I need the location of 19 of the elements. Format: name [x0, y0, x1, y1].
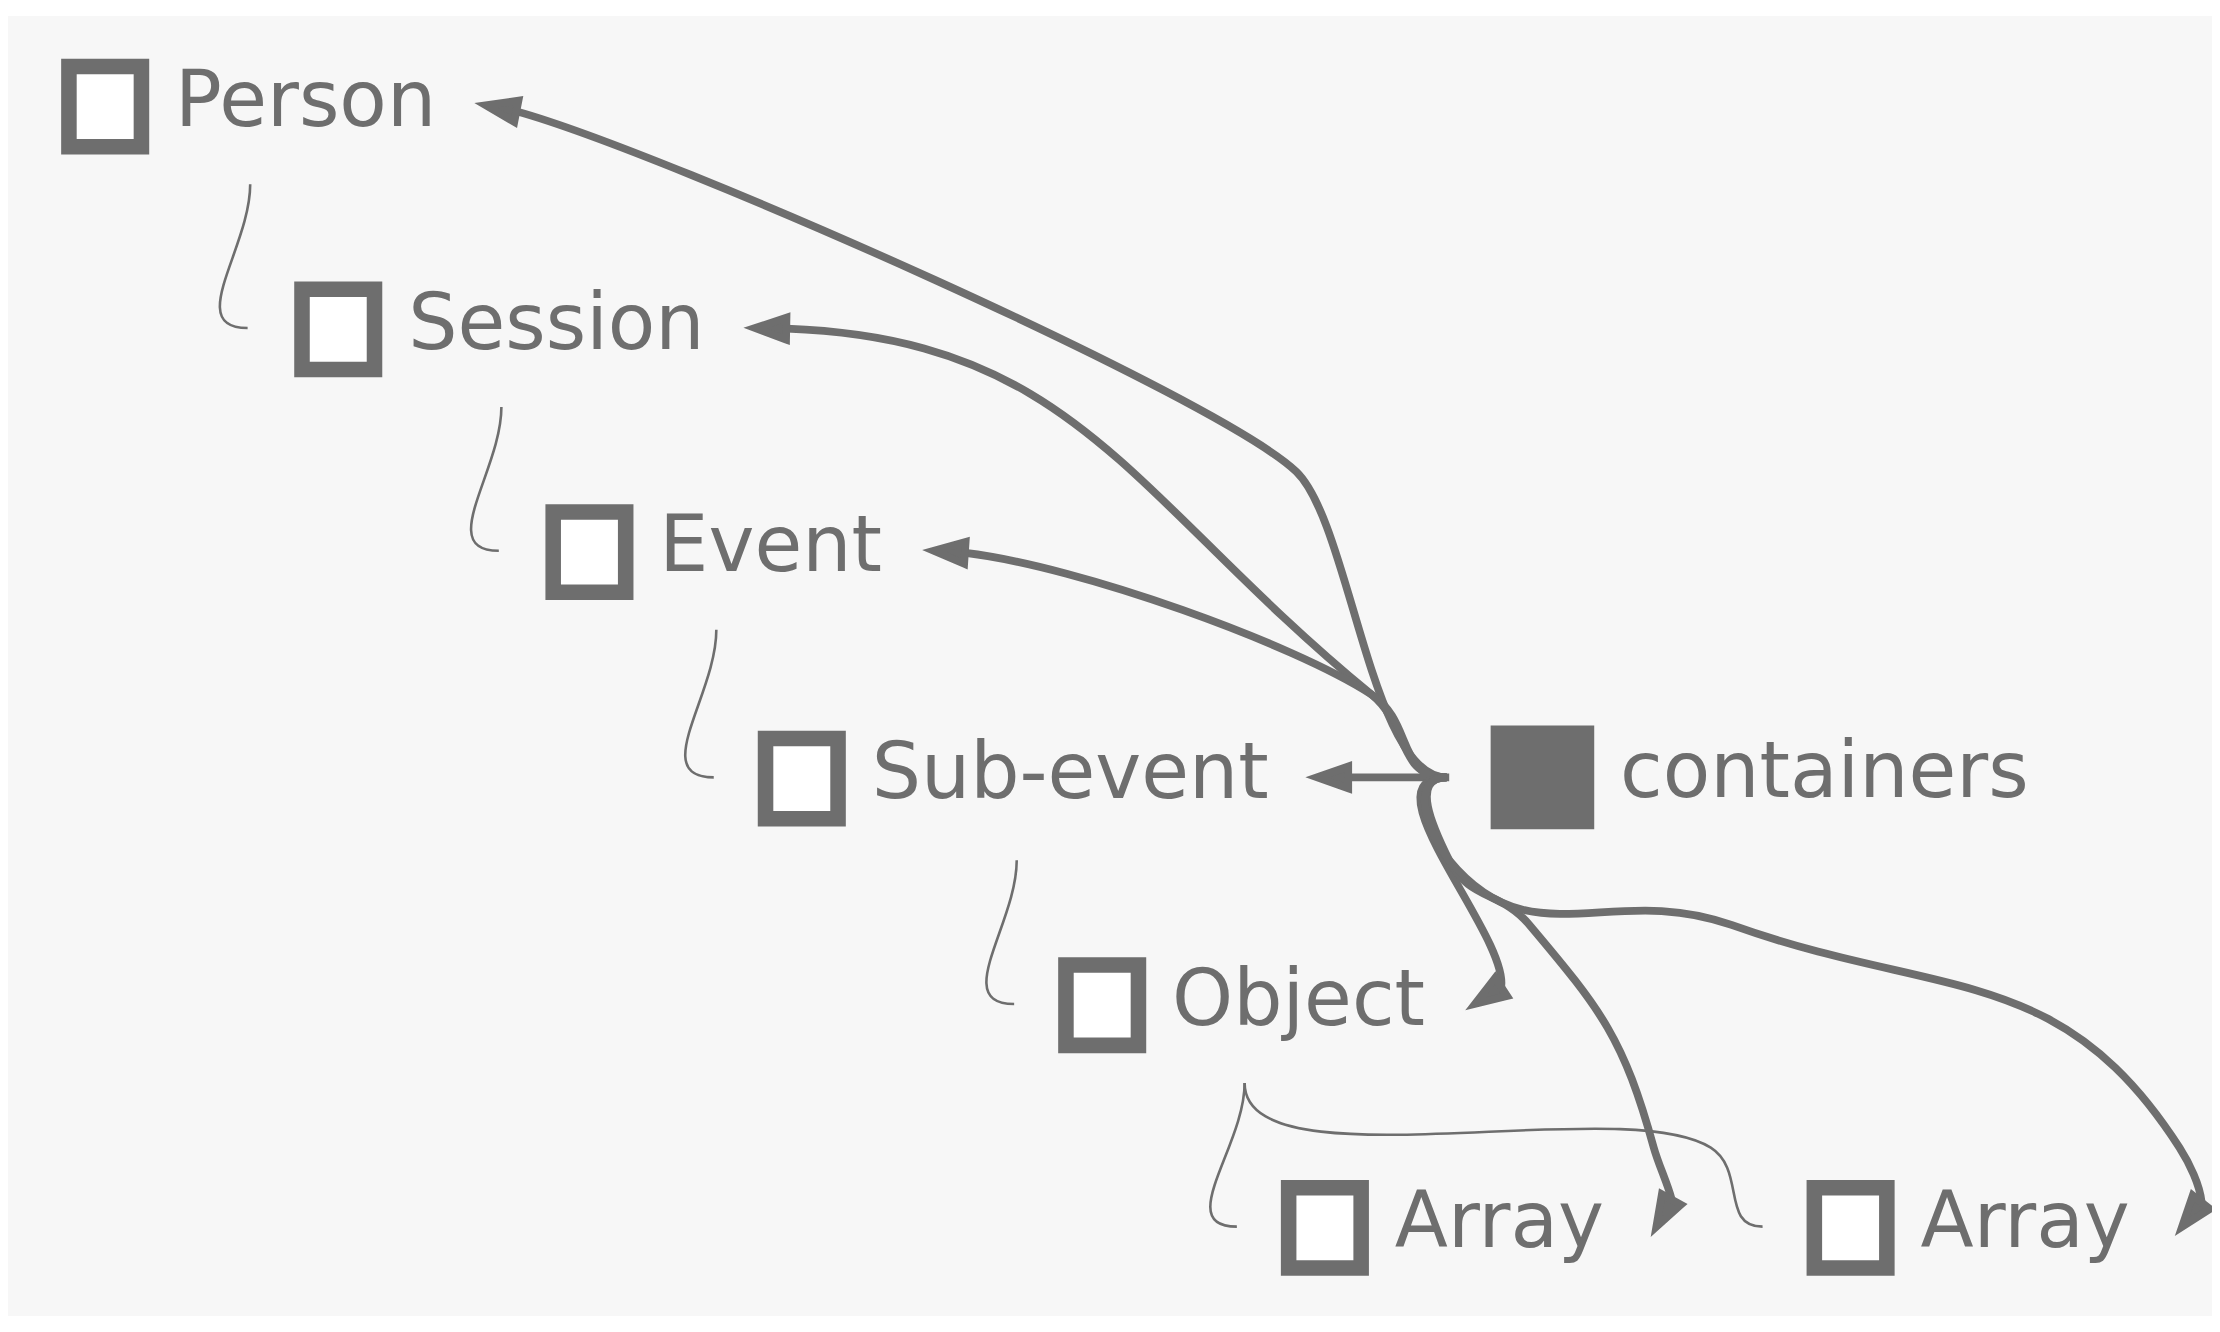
node-box	[757, 730, 846, 827]
node-box	[294, 281, 383, 378]
node-box	[1806, 1180, 1895, 1276]
node-box	[545, 504, 634, 600]
node-box	[61, 58, 150, 155]
node-label: Object	[1172, 952, 1426, 1043]
node-label: Session	[408, 276, 705, 367]
node-label: containers	[1620, 724, 2029, 815]
node-label: Array	[1920, 1175, 2130, 1266]
connector	[684, 629, 718, 779]
node-label: Person	[175, 54, 437, 145]
connector	[1243, 1082, 1763, 1228]
node-box	[1058, 957, 1147, 1054]
node-label: Sub-event	[871, 726, 1269, 817]
connector	[985, 860, 1019, 1006]
node-label: Event	[659, 499, 882, 590]
node-label: Array	[1394, 1175, 1605, 1266]
node-box	[1280, 1180, 1369, 1276]
node-box	[1490, 725, 1595, 830]
